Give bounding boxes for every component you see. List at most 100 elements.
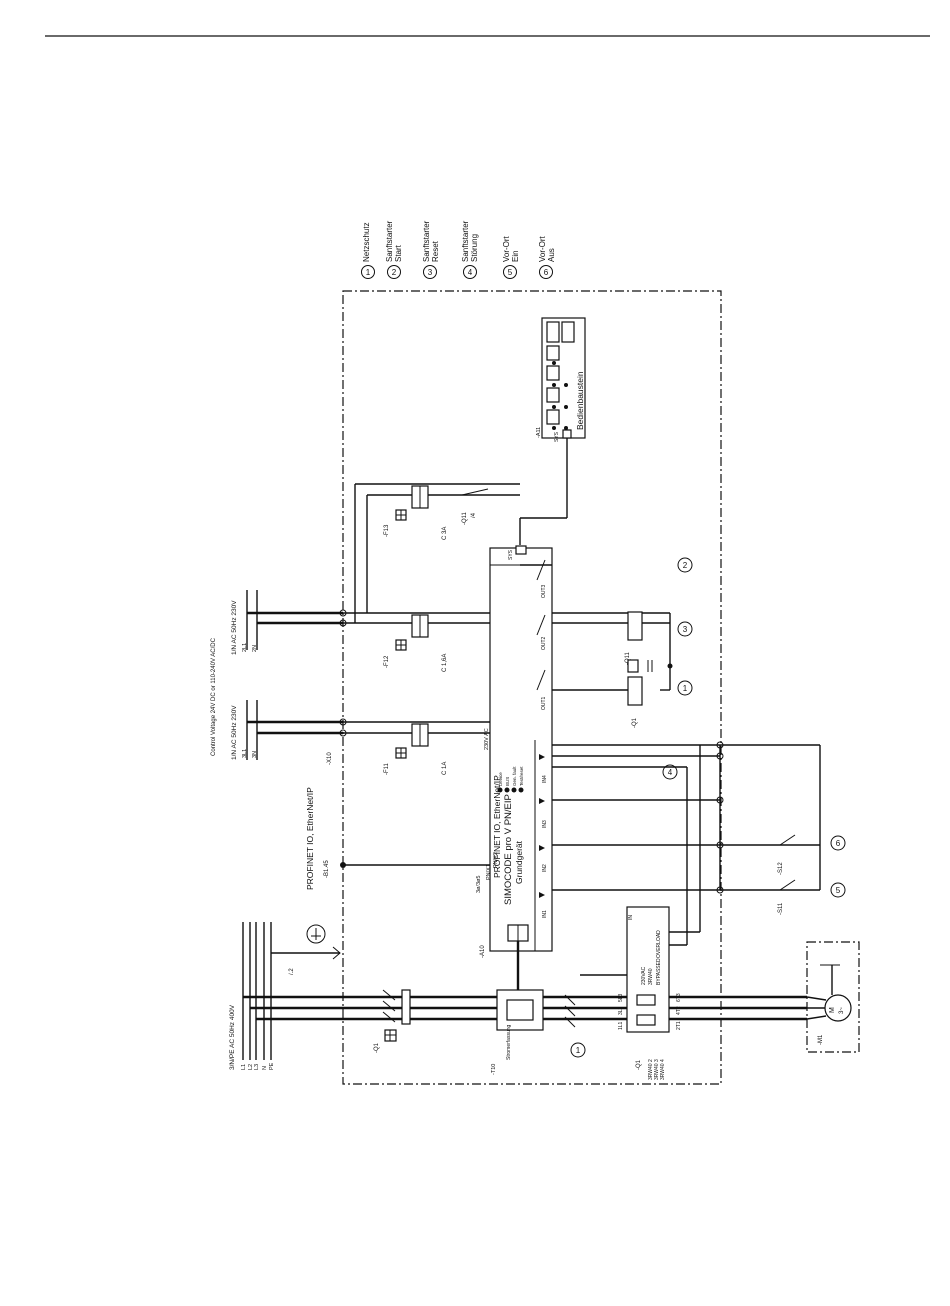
- led-label: Device: [498, 772, 503, 786]
- output-label: OUT3: [541, 584, 547, 598]
- simocode-device: PROFINET IO, EtherNet/IP SIMOCODE pro V …: [476, 545, 553, 958]
- input-label: IN4: [542, 775, 548, 783]
- legend-circle: [361, 265, 375, 279]
- q11-sub: /4: [471, 512, 477, 518]
- legend-line1: Sanftstarter: [461, 220, 470, 262]
- legend-item-2: 2 Sanftstarter Start: [385, 220, 403, 279]
- l2-label: L2: [248, 1064, 254, 1070]
- operator-panel: Bedienbaustein -A11 SYS: [519, 317, 586, 545]
- status-leds: Device BUS Gen. fault Test/reset: [497, 766, 524, 793]
- legend-line2: Ein: [511, 250, 520, 262]
- q11-ref: -Q11: [462, 511, 468, 525]
- legend-item-4: 4 Sanftstarter Störung: [461, 220, 479, 279]
- softstarter-model: 3RW40 2: [648, 1059, 654, 1080]
- switch-s11: [779, 879, 796, 891]
- softstarter-tag: -Q1: [636, 1059, 642, 1070]
- legend-line2: Reset: [431, 240, 440, 262]
- arrow-icon: [332, 946, 341, 960]
- simocode-line1: PROFINET IO, EtherNet/IP: [492, 775, 502, 878]
- panel-button: [546, 365, 560, 381]
- softstarter-bypassed: BYPASSED: [656, 958, 662, 985]
- s12-tag: -S12: [778, 862, 784, 875]
- control-supply: Control Voltage 24V DC or 110-240V AC/DC…: [211, 637, 343, 760]
- legend-circle: [463, 265, 477, 279]
- input-label: IN2: [542, 864, 548, 872]
- led-label: BUS: [505, 777, 510, 786]
- x10-label: -X10: [327, 752, 333, 765]
- output-label: OUT1: [541, 696, 547, 710]
- softstarter-voltage: 230VAC: [641, 966, 647, 985]
- softstarter-q1: [626, 906, 670, 1033]
- coil-q1-tag: -Q1: [632, 717, 638, 728]
- ground-icon: [306, 924, 326, 944]
- step-marker-5: 5: [836, 886, 841, 895]
- contact-symbol: [461, 488, 489, 496]
- ctrl-n-label: 3N: [252, 751, 258, 758]
- legend-num: 4: [468, 268, 473, 277]
- legend-item-5: 5 Vor-Ort Ein: [502, 235, 520, 279]
- simocode-supply: 230V AC: [484, 728, 490, 750]
- legend-line2: Start: [394, 244, 403, 262]
- port-3o: 3ø/3ø5: [476, 876, 482, 893]
- aux-n-label: 2N: [252, 645, 258, 652]
- panel-slot: [546, 321, 560, 343]
- aux-supply: 1/N AC 50Hz 230V 2L1 2N: [231, 590, 343, 655]
- led-label: Test/reset: [519, 766, 524, 786]
- l3-label: L3: [254, 1064, 260, 1070]
- port-pn2: PN/X2: [493, 852, 499, 868]
- legend-item-3: 3 Sanftstarter Reset: [422, 220, 440, 279]
- f13-tag: -F13: [384, 524, 390, 537]
- led-label: Gen. fault: [512, 766, 517, 786]
- legend-num: 2: [392, 268, 397, 277]
- panel-tag: -A11: [536, 427, 542, 438]
- n-label: N: [262, 1066, 268, 1070]
- legend-line1: Vor-Ort: [502, 235, 511, 262]
- motor-name: M: [829, 1007, 836, 1013]
- softstarter-model: 3RW40 4: [660, 1059, 666, 1080]
- coil-q11-tag: -Q11: [625, 651, 631, 665]
- input-markers: [539, 754, 545, 898]
- motor-m1: M 3~ -M1: [806, 941, 860, 1053]
- legend-circle: [503, 265, 517, 279]
- resistor-symbol: [627, 659, 639, 673]
- switch-s12: [779, 834, 796, 846]
- step-marker-6: 6: [836, 839, 841, 848]
- simocode-frame: [489, 547, 553, 952]
- control-title: Control Voltage 24V DC or 110-240V AC/DC: [211, 637, 217, 756]
- legend: 1 Netzschutz 2 Sanftstarter Start 3 Sanf…: [361, 220, 556, 279]
- terminal-label: 3L2: [618, 1006, 624, 1015]
- network-cable: -B1.45: [324, 860, 330, 878]
- panel-sys: SYS: [554, 431, 560, 442]
- legend-num: 3: [428, 268, 433, 277]
- f12-rating: C 1,6A: [442, 654, 448, 672]
- legend-circle: [387, 265, 401, 279]
- input-label: IN3: [542, 820, 548, 828]
- legend-circle: [423, 265, 437, 279]
- thyristor-symbol: [636, 994, 656, 1006]
- f13-rating: C 3A: [442, 527, 448, 540]
- motor-tag: -M1: [818, 1034, 824, 1045]
- q1-disconnector-tag: -Q1: [374, 1042, 380, 1053]
- aux-l1-label: 2L1: [242, 643, 248, 652]
- fuse-f11: -F11 C 1A: [343, 721, 490, 775]
- legend-item-1: 1 Netzschutz: [361, 222, 375, 279]
- softstarter-overload: OVERLOAD: [656, 930, 662, 958]
- step-marker-2: 2: [683, 561, 688, 570]
- panel-button: [546, 409, 560, 425]
- coil-q1: [627, 676, 643, 706]
- ctrl-l1-label: 3L1: [242, 749, 248, 758]
- terminal-label: 1L1: [618, 1021, 624, 1030]
- legend-num: 5: [508, 268, 513, 277]
- fuse-f13: -F13 C 3A -Q11 /4: [354, 483, 520, 623]
- legend-line1: Sanftstarter: [385, 220, 394, 262]
- coil-q11: [627, 611, 643, 641]
- step-markers: 1 2 3 4 5 6 1: [570, 557, 846, 1058]
- legend-circle: [539, 265, 553, 279]
- main-supply-label: 3/N/PE AC 50Hz 400V: [229, 1004, 236, 1070]
- disconnector-q1: [401, 989, 411, 1025]
- panel-button: [546, 387, 560, 403]
- input-label: IN1: [542, 910, 548, 918]
- f11-tag: -F11: [384, 762, 390, 775]
- terminal-label: 6T3: [676, 993, 682, 1002]
- t10-tag: -T10: [491, 1064, 497, 1075]
